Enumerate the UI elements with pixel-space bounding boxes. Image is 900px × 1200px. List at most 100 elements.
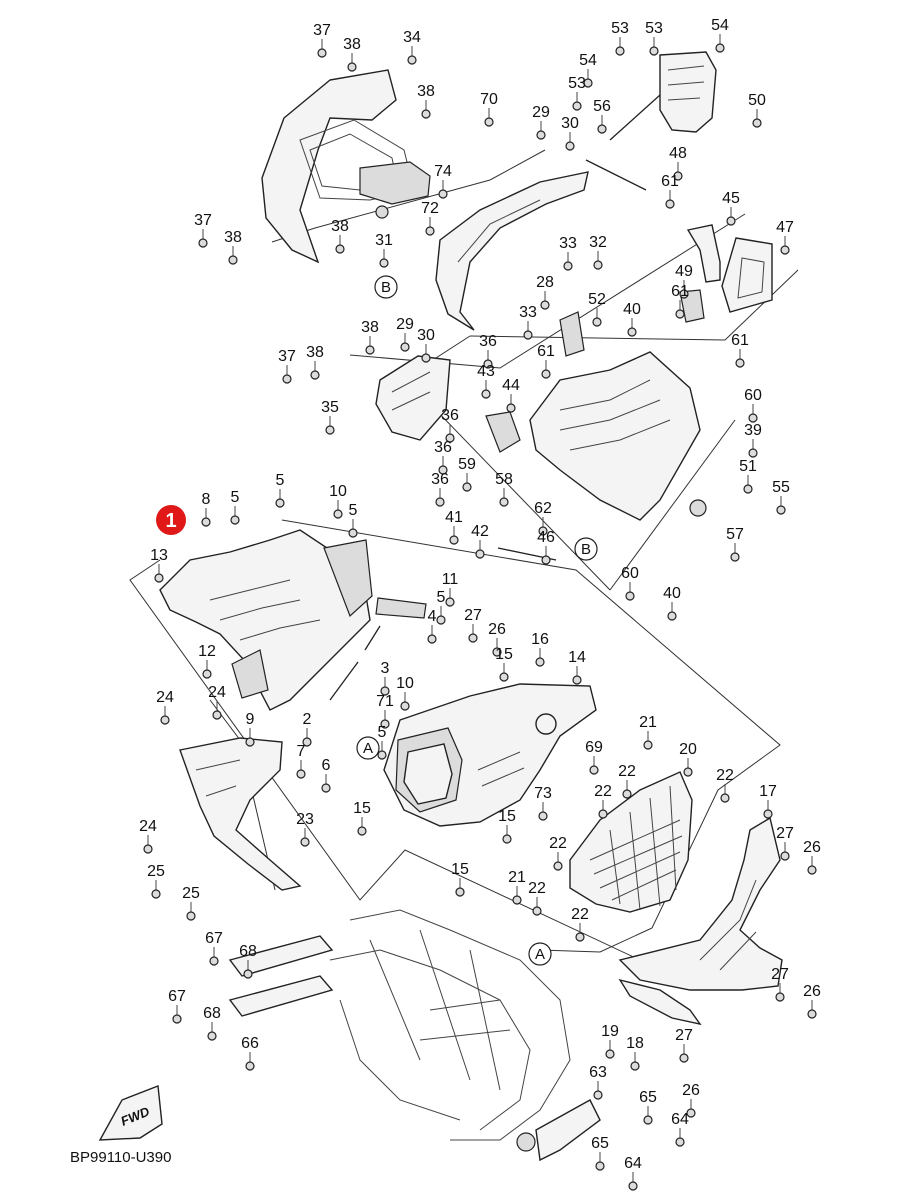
- callout-65: 65: [591, 1135, 609, 1171]
- fastener-icon: [780, 851, 790, 861]
- callout-43: 43: [477, 363, 495, 399]
- fastener-icon: [615, 46, 625, 56]
- callout-label: 38: [224, 229, 242, 246]
- callout-10: 10: [329, 483, 347, 519]
- callout-label: 29: [532, 104, 550, 121]
- callout-label: 3: [381, 660, 390, 677]
- callout-44: 44: [502, 377, 520, 413]
- callout-26: 26: [488, 621, 506, 657]
- fastener-icon: [726, 216, 736, 226]
- callout-label: 36: [434, 439, 452, 456]
- callout-61: 61: [731, 332, 749, 368]
- reference-marker-a-2: A: [528, 942, 552, 966]
- callout-42: 42: [471, 523, 489, 559]
- callout-label: 17: [759, 783, 777, 800]
- fastener-icon: [720, 793, 730, 803]
- callout-label: 21: [639, 714, 657, 731]
- fastener-icon: [597, 124, 607, 134]
- fastener-icon: [630, 1061, 640, 1071]
- fastener-icon: [449, 535, 459, 545]
- fastener-icon: [483, 359, 493, 369]
- callout-67: 67: [168, 988, 186, 1024]
- callout-label: 23: [296, 811, 314, 828]
- fastener-icon: [207, 1031, 217, 1041]
- callout-58: 58: [495, 471, 513, 507]
- callout-4: 4: [427, 608, 437, 644]
- callout-22: 22: [571, 906, 589, 942]
- callout-label: 25: [147, 863, 165, 880]
- callout-label: 60: [744, 387, 762, 404]
- fastener-icon: [357, 826, 367, 836]
- fastener-icon: [438, 465, 448, 475]
- callout-9: 9: [245, 711, 255, 747]
- callout-47: 47: [776, 219, 794, 255]
- callout-label: 49: [675, 263, 693, 280]
- callout-label: 55: [772, 479, 790, 496]
- callout-72: 72: [421, 200, 439, 236]
- fastener-icon: [151, 889, 161, 899]
- callout-5: 5: [436, 589, 446, 625]
- callout-53: 53: [611, 20, 629, 56]
- callout-label: 71: [376, 693, 394, 710]
- callout-label: 26: [803, 839, 821, 856]
- callout-26: 26: [803, 983, 821, 1019]
- fastener-icon: [541, 555, 551, 565]
- fastener-icon: [572, 101, 582, 111]
- callout-15: 15: [353, 800, 371, 836]
- fastener-icon: [683, 767, 693, 777]
- highlight-badge[interactable]: 1: [156, 505, 186, 535]
- fastener-icon: [380, 719, 390, 729]
- callout-label: 5: [378, 724, 387, 741]
- callout-2: 2: [302, 711, 312, 747]
- callout-29: 29: [532, 104, 550, 140]
- callout-55: 55: [772, 479, 790, 515]
- svg-text:B: B: [581, 541, 591, 558]
- fastener-icon: [540, 300, 550, 310]
- fastener-icon: [321, 783, 331, 793]
- callout-label: 37: [278, 348, 296, 365]
- fastener-icon: [296, 769, 306, 779]
- fastener-icon: [665, 199, 675, 209]
- callout-22: 22: [618, 763, 636, 799]
- callout-22: 22: [528, 880, 546, 916]
- callout-21: 21: [639, 714, 657, 750]
- callout-label: 22: [618, 763, 636, 780]
- fastener-icon: [436, 615, 446, 625]
- fwd-arrow-icon: FWD: [98, 1085, 163, 1141]
- fastener-icon: [686, 1108, 696, 1118]
- callout-31: 31: [375, 232, 393, 268]
- fastener-icon: [492, 647, 502, 657]
- callout-71: 71: [376, 693, 394, 729]
- callout-label: 33: [519, 304, 537, 321]
- callout-38: 38: [306, 344, 324, 380]
- fastener-icon: [348, 528, 358, 538]
- callout-50: 50: [748, 92, 766, 128]
- fastener-icon: [679, 289, 689, 299]
- callout-label: 38: [343, 36, 361, 53]
- fastener-icon: [807, 1009, 817, 1019]
- fastener-icon: [335, 244, 345, 254]
- callout-label: 30: [417, 327, 435, 344]
- callout-24: 24: [139, 818, 157, 854]
- callout-label: 46: [537, 529, 555, 546]
- lower-cowl-right: [618, 816, 783, 1026]
- callout-label: 47: [776, 219, 794, 236]
- callout-label: 22: [528, 880, 546, 897]
- callout-label: 18: [626, 1035, 644, 1052]
- fastener-icon: [512, 895, 522, 905]
- callout-label: 35: [321, 399, 339, 416]
- meter-bracket: [585, 51, 717, 191]
- callout-label: 31: [375, 232, 393, 249]
- callout-56: 56: [593, 98, 611, 134]
- reference-marker-a-1: A: [356, 736, 380, 760]
- callout-label: 14: [568, 649, 586, 666]
- callout-label: 70: [480, 91, 498, 108]
- callout-27: 27: [675, 1027, 693, 1063]
- fastener-icon: [743, 484, 753, 494]
- diagram-code: BP99110-U390: [70, 1149, 171, 1166]
- fastener-icon: [317, 48, 327, 58]
- fastener-icon: [593, 260, 603, 270]
- fastener-icon: [506, 403, 516, 413]
- fastener-icon: [807, 865, 817, 875]
- fastener-icon: [310, 370, 320, 380]
